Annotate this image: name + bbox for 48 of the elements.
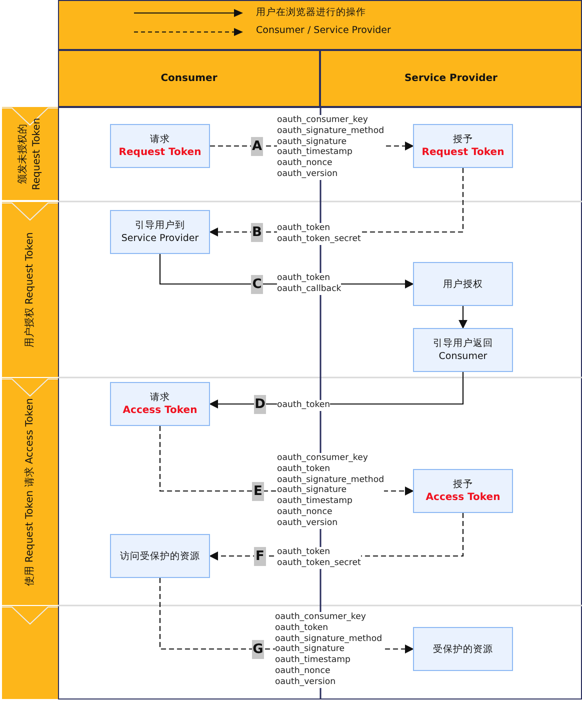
parameter-list: oauth_consumer_key oauth_signature_method oauth_signature oauth_timestamp oauth_nonce oauth_version: [277, 115, 384, 180]
column-header: Consumer: [58, 50, 320, 107]
edge-label: A: [251, 136, 263, 156]
token-name: Access Token: [122, 404, 198, 417]
lane-band: [2, 107, 58, 200]
process-box: [413, 627, 513, 671]
edge-label: C: [251, 274, 263, 294]
process-box: [110, 124, 210, 168]
parameter-list: oauth_token oauth_token_secret: [277, 223, 361, 245]
token-name: Request Token: [118, 146, 202, 159]
lane-band: [2, 202, 58, 377]
step-text: 授予: [453, 133, 473, 146]
process-box: [110, 534, 210, 578]
step-text: 请求: [150, 391, 170, 404]
step-text: 引导用户返回 Consumer: [432, 337, 494, 363]
process-box: [413, 124, 513, 168]
parameter-list: oauth_token: [277, 400, 330, 411]
token-name: Request Token: [422, 146, 504, 159]
step-text: 授予: [453, 478, 473, 491]
parameter-list: oauth_token oauth_callback: [277, 273, 342, 295]
edge-label: D: [254, 394, 266, 414]
process-box: [110, 210, 210, 254]
step-text: 请求: [150, 133, 170, 146]
lane-band: [2, 606, 58, 699]
edge-label: B: [251, 222, 263, 242]
legend-text: 用户在浏览器进行的操作: [256, 6, 366, 19]
step-text: 受保护的资源: [433, 642, 493, 656]
edge-label: G: [252, 640, 264, 658]
step-text: 用户授权: [443, 278, 483, 290]
arrow: [458, 306, 468, 329]
lane-label: 使用 Request Token 请求 Access Token: [23, 396, 36, 588]
edge-label: E: [252, 482, 264, 500]
step-text: 访问受保护的资源: [120, 550, 200, 562]
lane-band: [2, 378, 58, 605]
step-text: 引导用户到 Service Provider: [120, 219, 200, 245]
edge-label: F: [254, 546, 266, 566]
process-box: [110, 382, 210, 426]
process-box: [413, 469, 513, 513]
process-box: [413, 328, 513, 372]
parameter-list: oauth_consumer_key oauth_token oauth_signature_method oauth_signature oauth_timestamp oauth_nonce oauth_version: [277, 453, 384, 529]
token-name: Access Token: [426, 491, 500, 504]
column-header: Service Provider: [320, 50, 582, 107]
lane-label: 颁发未授权的 Request Token: [16, 117, 43, 190]
lane-label: 用户授权 Request Token: [23, 230, 36, 350]
parameter-list: oauth_token oauth_token_secret: [277, 547, 361, 569]
process-box: [413, 262, 513, 306]
parameter-list: oauth_consumer_key oauth_token oauth_signature_method oauth_signature oauth_timestamp oauth_nonce oauth_version: [275, 612, 382, 688]
legend-text: Consumer / Service Provider: [256, 25, 391, 36]
